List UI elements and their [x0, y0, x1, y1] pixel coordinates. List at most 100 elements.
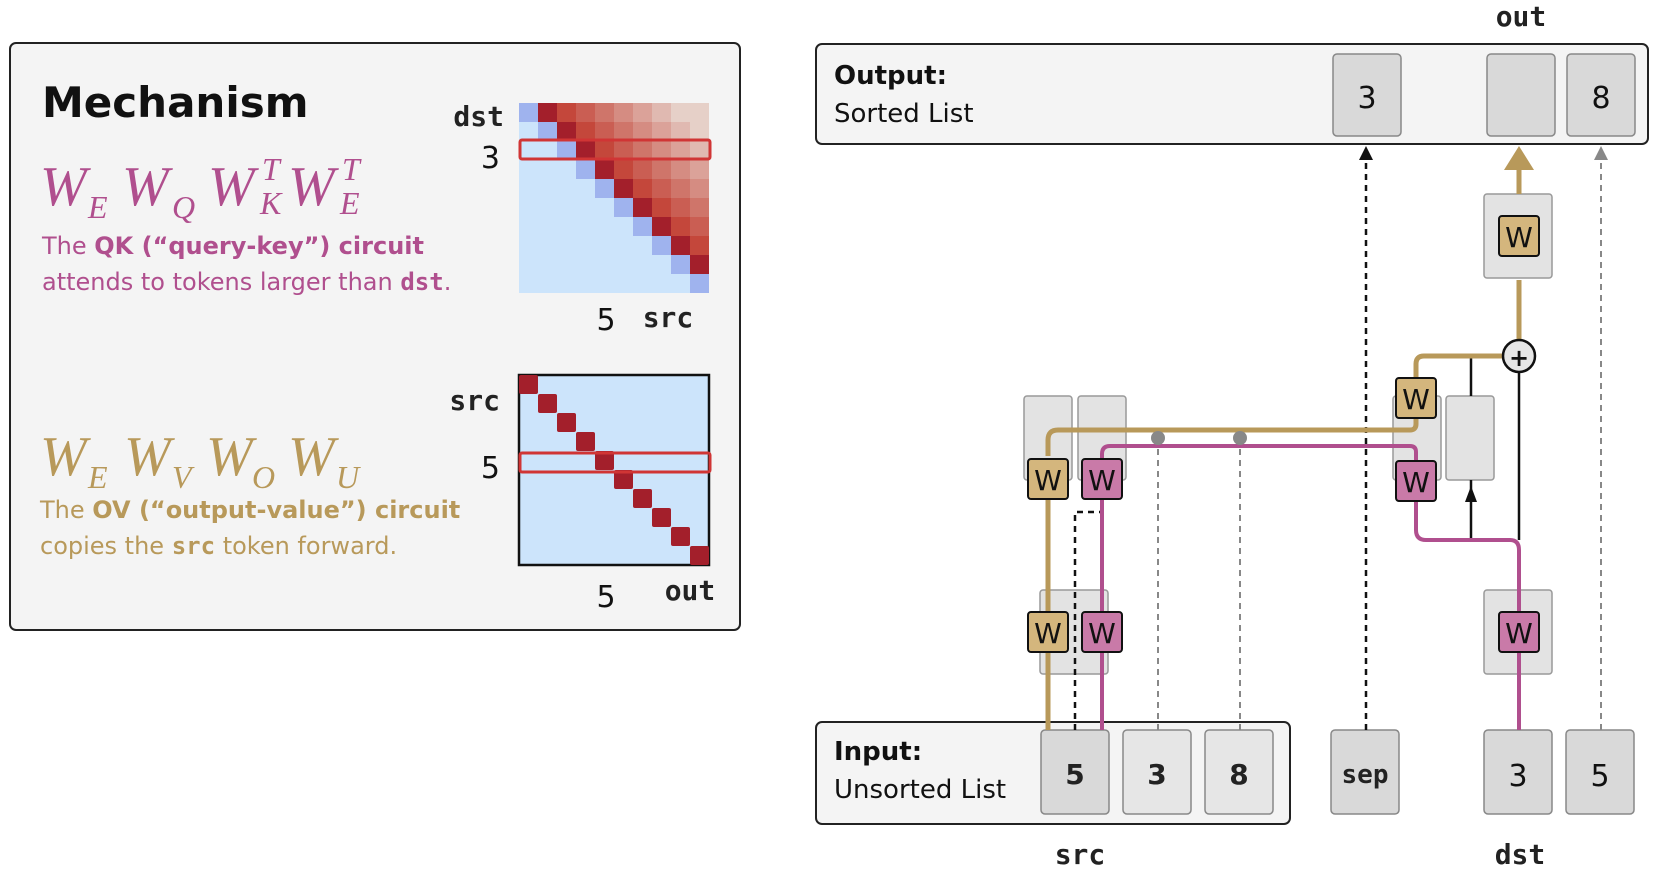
input-token-2: 3 — [1147, 758, 1166, 791]
ov-w4: W — [288, 426, 339, 488]
qk-sub-e: E — [87, 189, 108, 225]
qk-matrix-cell — [671, 179, 690, 198]
qk-matrix-cell — [690, 236, 709, 255]
qk-matrix-cell — [652, 217, 671, 236]
qk-matrix-cell — [614, 198, 633, 217]
dst-head-block-2 — [1445, 395, 1495, 481]
output-token-box-1 — [1332, 53, 1402, 137]
qk-matrix-cell — [576, 160, 595, 179]
qk-matrix-cell — [690, 122, 709, 141]
qk-matrix-cell — [557, 122, 576, 141]
qk-matrix-cell — [671, 103, 690, 122]
qk-matrix-cell — [557, 141, 576, 160]
w-box-qk-embed-label: W — [1088, 617, 1116, 650]
ov-sub-u: U — [336, 459, 361, 495]
qk-matrix-cell — [671, 198, 690, 217]
src-label: src — [1055, 838, 1106, 871]
w-box-ov-embed: W — [1027, 611, 1069, 653]
w-box-qk-dst-embed: W — [1498, 611, 1540, 653]
ov-matrix-cell — [690, 546, 709, 565]
ov-sub-e: E — [87, 459, 108, 495]
qk-matrix-cell — [519, 103, 538, 122]
output-token-box-3 — [1566, 53, 1636, 137]
ov-matrix-cell — [614, 470, 633, 489]
qk-desc-line2: attends to tokens larger than dst. — [42, 268, 451, 296]
qk-matrix-cell — [690, 255, 709, 274]
w-box-qk-dst-embed-label: W — [1505, 617, 1533, 650]
ov-desc-line1: The OV (“output-value”) circuit — [39, 496, 460, 524]
sum-node — [1501, 338, 1537, 374]
output-panel — [815, 43, 1649, 145]
w-box-ov-dst-rect — [1395, 377, 1437, 419]
dst-label: dst — [1495, 838, 1546, 871]
qk-row-value: 3 — [481, 141, 500, 176]
qk-desc-line1: The QK (“query-key”) circuit — [41, 232, 424, 260]
qk-matrix-cell — [538, 122, 557, 141]
sum-symbol: + — [1509, 344, 1529, 372]
qk-matrix-cell — [671, 217, 690, 236]
ov-row-highlight — [518, 451, 712, 474]
qk-matrix-cell — [633, 217, 652, 236]
ov-matrix-cell — [671, 527, 690, 546]
qk-matrix-cell — [576, 141, 595, 160]
w-box-qk-dst-rect — [1395, 460, 1437, 502]
attn-dot-2 — [1233, 431, 1247, 445]
qk-matrix-cell — [595, 179, 614, 198]
ov-w3: W — [206, 426, 257, 488]
qk-matrix-cell — [576, 103, 595, 122]
w-box-unembed-rect — [1498, 215, 1540, 257]
qk-path — [1100, 444, 1521, 730]
ov-matrix-cell — [519, 375, 538, 394]
ov-path — [1045, 353, 1502, 730]
qk-matrix-cell — [652, 122, 671, 141]
qk-sub-k: K — [259, 185, 283, 221]
ov-w1: W — [40, 426, 91, 488]
qk-matrix-cell — [614, 160, 633, 179]
output-token-3: 8 — [1591, 81, 1610, 116]
qk-matrix-cell — [595, 103, 614, 122]
sep-arrowhead — [1359, 146, 1373, 160]
sep-token: sep — [1342, 760, 1389, 790]
qk-w2: W — [122, 156, 173, 218]
qk-matrix-cell — [633, 198, 652, 217]
w-box-ov-embed-label: W — [1034, 617, 1062, 650]
qk-matrix-cell — [690, 274, 709, 293]
ov-matrix-cell — [633, 489, 652, 508]
dst5-arrowhead — [1594, 146, 1608, 160]
w-box-qk-attn-label: W — [1088, 464, 1116, 497]
w-box-ov-attn: W — [1027, 458, 1069, 500]
qk-matrix-cell — [690, 103, 709, 122]
ov-matrix-cell — [595, 451, 614, 470]
qk-matrix-cell — [614, 179, 633, 198]
w-box-ov-attn-label: W — [1034, 464, 1062, 497]
ov-w2: W — [124, 426, 175, 488]
qk-matrix-cell — [671, 160, 690, 179]
output-token-box-2 — [1486, 53, 1556, 137]
qk-matrix-cell — [652, 160, 671, 179]
ov-desc-line2: copies the src token forward. — [40, 532, 397, 560]
qk-matrix-cell — [671, 122, 690, 141]
output-subtitle: Sorted List — [834, 99, 974, 129]
qk-matrix-cell — [690, 179, 709, 198]
dst-token-2: 5 — [1590, 759, 1609, 794]
qk-matrix-cell — [633, 179, 652, 198]
qk-w1: W — [40, 156, 91, 218]
mechanism-title: Mechanism — [42, 78, 308, 127]
w-box-qk-dst-embed-rect — [1498, 611, 1540, 653]
qk-matrix-cell — [652, 103, 671, 122]
w-box-ov-dst-label: W — [1402, 383, 1430, 416]
ov-sub-o: O — [252, 459, 275, 495]
ov-copy-matrix — [517, 373, 712, 567]
ov-row-label: src — [449, 384, 500, 417]
qk-matrix-cell — [614, 122, 633, 141]
qk-matrix-cell — [614, 103, 633, 122]
input-title: Input: — [834, 737, 922, 767]
qk-matrix-cell — [652, 141, 671, 160]
qk-matrix-cell — [557, 103, 576, 122]
qk-matrix-cell — [576, 122, 595, 141]
qk-formula: W E W Q W T K W T E — [40, 151, 362, 225]
out-label: out — [1496, 0, 1547, 33]
qk-matrix-cell — [595, 122, 614, 141]
qk-matrix-cell — [633, 122, 652, 141]
